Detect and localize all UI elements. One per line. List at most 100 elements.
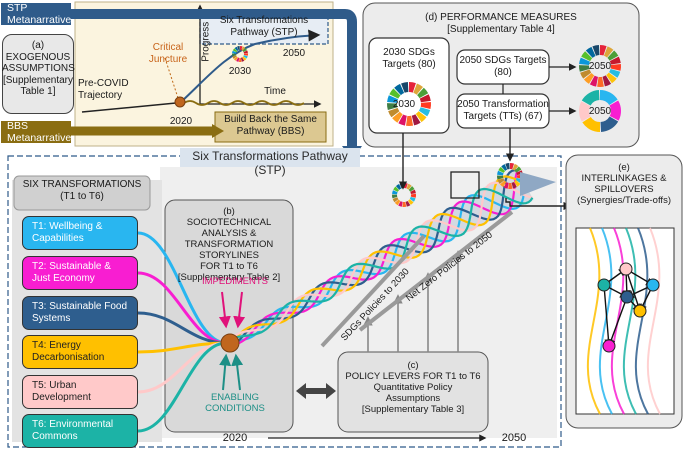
time-axis-label: Time — [264, 86, 286, 97]
helix-sdg-wheel-2030-segment — [410, 193, 417, 198]
sdg-wheel-2030-segment — [420, 101, 431, 109]
stp-pathway-label: Six Transformations Pathway (STP) — [200, 15, 328, 38]
sdg-wheel-mini-segment — [233, 56, 238, 61]
sdg-wheel-mini-segment — [232, 55, 237, 59]
sdg-wheel-2050-segment — [610, 64, 621, 71]
sdg-2030-label: 2030 SDGs Targets (80) — [369, 47, 449, 70]
network-edge — [607, 296, 628, 348]
policy-text: (c) POLICY LEVERS FOR T1 to T6 Quantitat… — [338, 360, 488, 416]
interlinkages-letter: (e) — [618, 162, 630, 173]
critical-juncture-label: Critical Juncture — [140, 42, 196, 65]
sdg-wheel-2050-segment — [600, 45, 607, 56]
enabling-arrow-right — [231, 353, 244, 391]
sdg-wheel-mini-segment — [243, 53, 248, 56]
critical-juncture-line-1: Critical — [152, 42, 184, 53]
interlinkages-line-2: SPILLOVERS — [594, 183, 654, 195]
network-node — [597, 278, 611, 292]
helix-sdg-wheel-2050-segment — [512, 163, 519, 171]
enabling-line-1: ENABLING — [210, 392, 260, 403]
sociotechnical-text: (b) SOCIOTECHNICAL ANALYSIS & TRANSFORMA… — [165, 206, 293, 283]
sdg-wheel-2030-segment — [409, 82, 416, 93]
stp-metanarrative-text: STP Metanarrative — [7, 2, 72, 26]
sociotechnical-line-3: FOR T1 to T6 — [200, 260, 258, 272]
transformation-t6-line-1: T6: Environmental — [32, 419, 114, 430]
helix-sdg-wheel-2030-segment — [402, 201, 407, 207]
helix-strand-t1 — [231, 183, 527, 344]
helix-sdg-wheel-2030-segment — [392, 194, 398, 199]
sdg-wheel-mini-segment — [240, 57, 245, 62]
transformation-t5-line-1: T5: Urban — [32, 380, 77, 391]
sdg-2030-line-2: Targets (80) — [382, 58, 436, 70]
progress-axis-label: Progress — [200, 21, 212, 62]
network-node — [602, 339, 616, 353]
policy-line-3: Assumptions — [385, 392, 441, 404]
sdg-wheel-2050-segment — [585, 46, 596, 58]
sdg-wheel-2050-segment — [583, 73, 595, 84]
strand-t2 — [137, 271, 227, 345]
bbs-metanarrative-label: BBS Metanarrative — [1, 120, 71, 144]
sdg-wheel-mini-segment — [237, 46, 240, 51]
sdg-wheel-2050-segment — [581, 51, 593, 62]
bbs-wave — [183, 100, 305, 106]
interlinkages-text: (e) INTERLINKAGES & SPILLOVERS (Synergie… — [566, 162, 682, 207]
bbs-pathway-label: Build Back the Same Pathway (BBS) — [215, 114, 326, 137]
helix-sdg-wheel-2050-segment — [503, 182, 509, 189]
helix-sdg-wheel-2050-segment — [508, 182, 513, 190]
tt-wheel-2050-icon — [579, 90, 621, 132]
sdg-wheel-mini-segment — [242, 48, 247, 53]
tt-wheel-2050-segment — [582, 116, 600, 132]
sociotechnical-line-4: [Supplementary Table 2] — [177, 271, 281, 283]
performance-title-line: (d) PERFORMANCE MEASURES — [425, 12, 577, 23]
network-edge — [625, 268, 642, 313]
sdg-wheel-mini-segment — [243, 55, 248, 59]
sdg-wheel-2050-segment — [602, 75, 612, 87]
performance-subtitle-line: [Supplementary Table 4] — [447, 23, 555, 35]
transformation-box-t1: T1: Wellbeing &Capabilities — [22, 216, 138, 250]
sdg-2050-line-1: 2050 SDGs Targets — [459, 55, 547, 66]
tt-wheel-2050-segment — [600, 116, 619, 132]
sdg-wheel-2030-segment — [418, 107, 431, 117]
policy-letter: (c) — [407, 360, 419, 371]
year-2020-label: 2020 — [169, 116, 193, 127]
sdg-wheel-2030-segment — [392, 111, 403, 123]
interlinkage-arrow — [505, 198, 572, 211]
sdg-wheel-2030-segment — [406, 115, 414, 126]
transformation-t2-line-1: T2: Sustainable & — [32, 261, 111, 272]
exogenous-text: (a) EXOGENOUS ASSUMPTIONS [Supplementary… — [2, 40, 75, 98]
transformations-title: SIX TRANSFORMATIONS (T1 to T6) — [14, 179, 150, 202]
critical-juncture-line-2: Juncture — [148, 53, 188, 65]
network-node — [619, 262, 633, 276]
helix-sdg-wheel-2050-segment — [501, 164, 508, 171]
sociotechnical-line-2: TRANSFORMATION STORYLINES — [184, 238, 274, 261]
helix-strand-t4 — [231, 175, 526, 343]
helix-arrowhead — [520, 172, 556, 196]
interlinkage-network — [575, 227, 675, 415]
helix-strand-t6 — [230, 187, 534, 341]
sdg-wheel-2030-segment — [394, 83, 405, 96]
policy-box — [337, 351, 489, 433]
helix-sdg-wheel-2030-segment — [398, 201, 403, 207]
helix-sdg-wheel-2050-segment — [505, 163, 510, 170]
sdg-wheel-2050-segment — [579, 65, 590, 72]
transformations-title-line-2: (T1 to T6) — [60, 190, 104, 202]
netzero-policy-shaft — [358, 210, 514, 332]
transformations-title-box — [13, 175, 151, 211]
transformation-t4-line-1: T4: Energy — [32, 340, 81, 351]
helix-sdg-wheel-2030-segment — [409, 196, 416, 202]
sdg-2030-line-1: 2030 SDGs — [383, 47, 435, 58]
network-line — [622, 227, 637, 415]
tt-wheel-2050-segment — [581, 90, 600, 106]
helix-sdg-wheel-2030-segment — [394, 199, 401, 206]
helix-sdg-wheel-2030-segment — [407, 199, 414, 205]
sdg-wheel-2050-segment — [606, 72, 617, 84]
helix-sdg-wheel-2050-segment — [497, 170, 504, 176]
transformations-title-line-1: SIX TRANSFORMATIONS — [22, 179, 142, 190]
pre-covid-line — [81, 102, 177, 113]
enabling-label: ENABLING CONDITIONS — [195, 392, 275, 415]
stp-flow-arrow — [71, 9, 357, 146]
helix-sdg-wheel-2050-segment — [498, 166, 506, 173]
exogenous-line-4: Table 1] — [20, 86, 56, 97]
year-2030-label: 2030 — [228, 66, 252, 77]
